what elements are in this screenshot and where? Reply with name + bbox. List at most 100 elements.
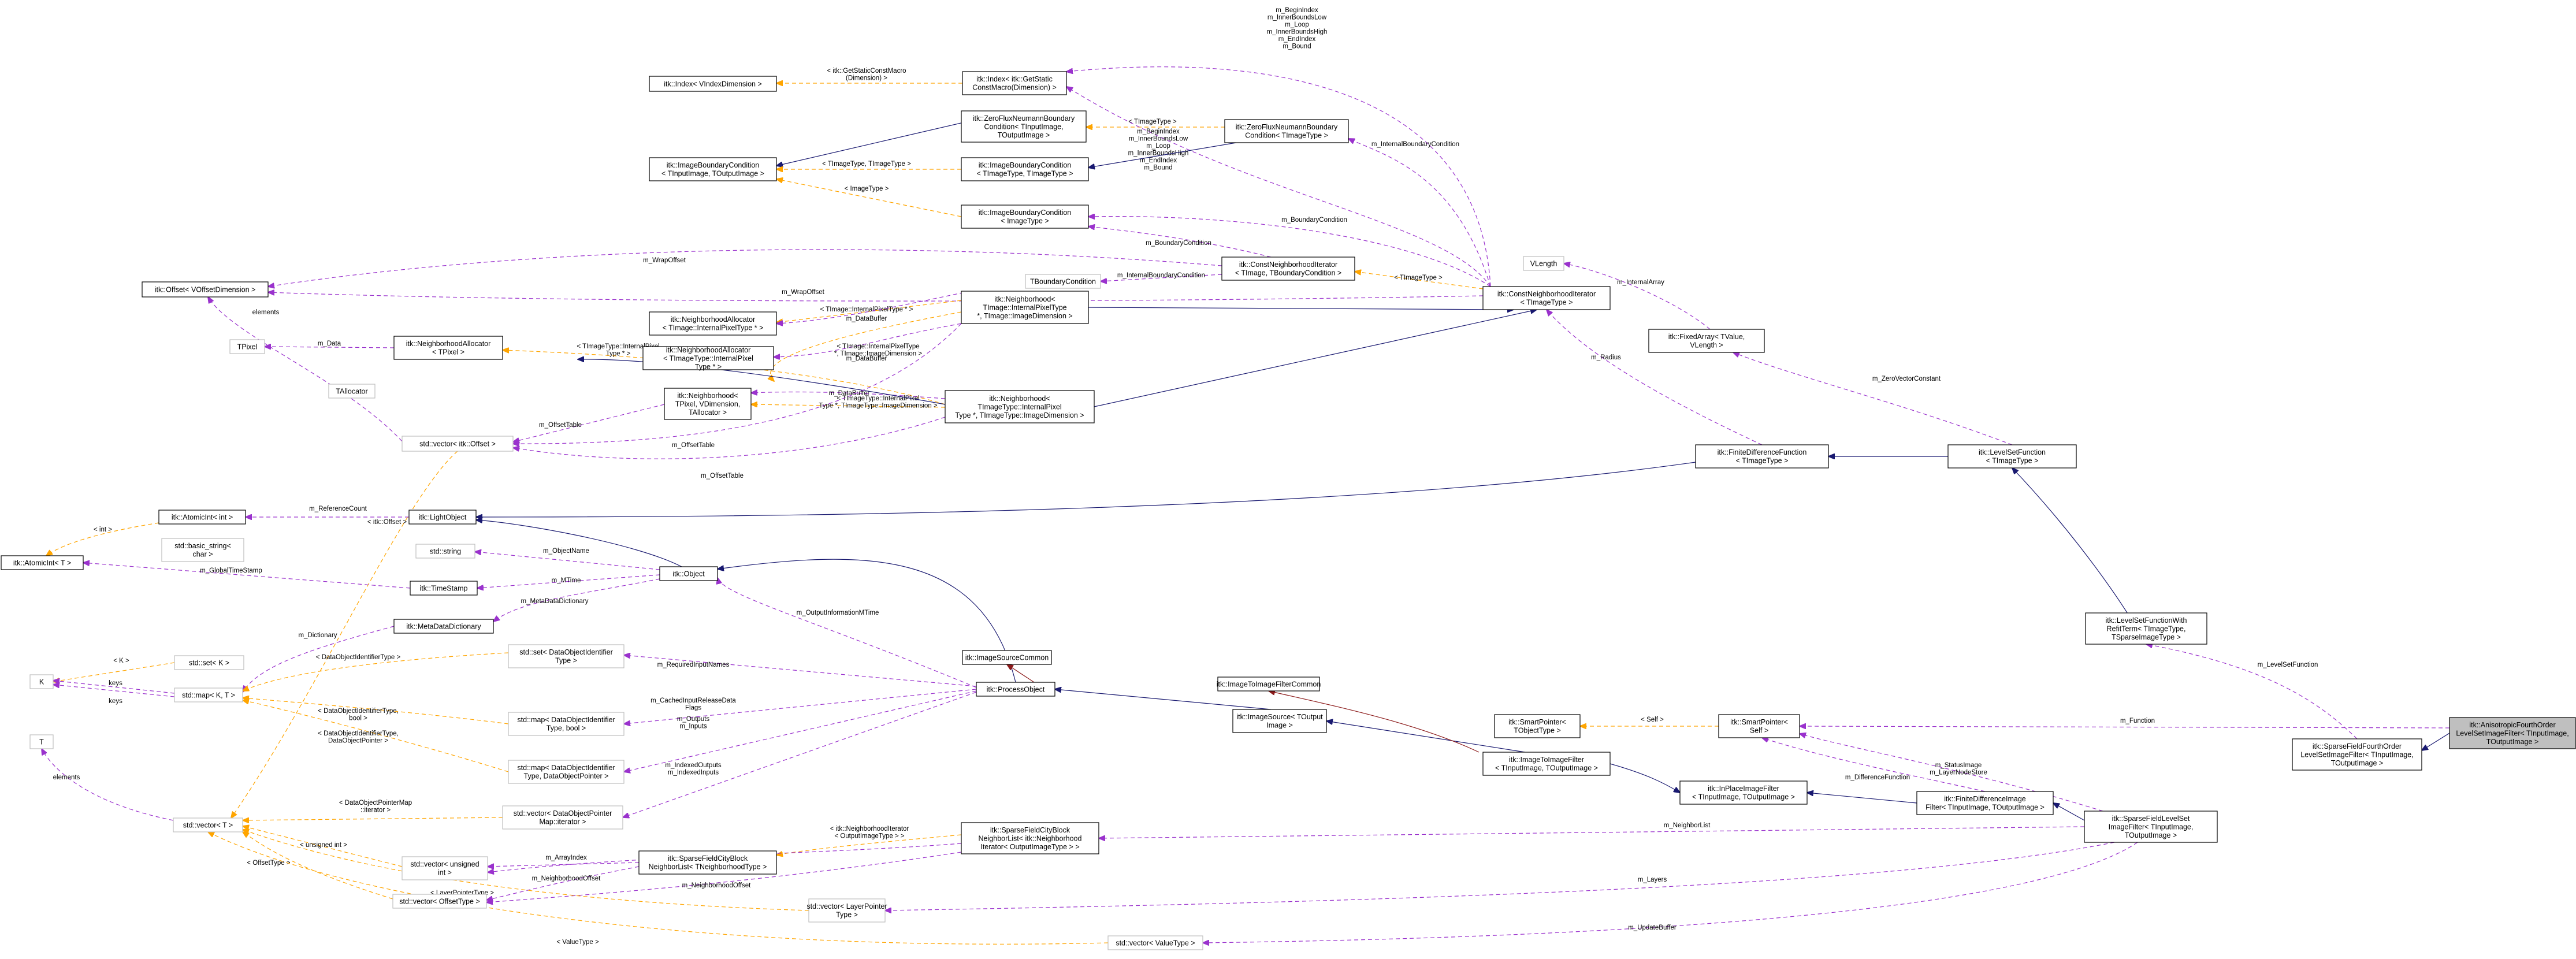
edge-line: [1807, 793, 1917, 804]
class-node-setk[interactable]: std::set< K >: [174, 655, 244, 670]
class-node-isc[interactable]: itk::ImageSourceCommon: [962, 650, 1052, 665]
class-node-mdd[interactable]: itk::MetaDataDictionary: [393, 619, 494, 634]
edge-label: m_GlobalTimeStamp: [200, 567, 262, 574]
class-node-off[interactable]: itk::Offset< VOffsetDimension >: [142, 281, 269, 298]
class-node-vdpi[interactable]: std::vector< DataObjectPointerMap::itera…: [502, 805, 623, 830]
class-box: [1679, 780, 1808, 805]
edge-label: m_CachedInputReleaseData: [650, 697, 736, 704]
class-node-obj[interactable]: itk::Object: [659, 566, 718, 581]
class-node-sffo[interactable]: itk::SparseFieldFourthOrderLevelSetImage…: [2292, 738, 2422, 771]
edge-line: [776, 300, 962, 322]
class-node-t[interactable]: T: [29, 734, 54, 749]
class-node-itifc[interactable]: itk::ImageToImageFilterCommon: [1217, 676, 1321, 692]
edge-use: m_InternalBoundaryCondition: [1348, 139, 1491, 287]
class-name-line: std::vector< unsigned: [410, 860, 479, 868]
edge-label: m_OffsetTable: [701, 473, 744, 480]
edge-line: [83, 563, 411, 589]
class-name-line: TSparseImageType >: [2112, 633, 2181, 641]
class-node-na[interactable]: itk::NeighborhoodAllocator< TPixel >: [393, 336, 503, 360]
edge-use: m_ReferenceCount: [246, 505, 409, 517]
edge-inherit: [1094, 310, 1537, 407]
class-node-spsi[interactable]: itk::SmartPointer< TObjectType >: [1494, 714, 1581, 738]
class-box: [410, 581, 478, 596]
edge-label: m_InternalArray: [1617, 279, 1664, 286]
edge-line: [42, 749, 174, 821]
class-node-vlen[interactable]: VLength: [1523, 256, 1564, 271]
class-node-nai[interactable]: itk::NeighborhoodAllocator< TImage::Inte…: [649, 311, 777, 336]
class-name-line: itk::ImageBoundaryCondition: [667, 161, 760, 169]
class-node-mapdp[interactable]: std::map< DataObjectIdentifierType, Data…: [508, 760, 625, 784]
edge-line: [1348, 139, 1491, 287]
edge-label: DataObjectPointer >: [328, 737, 388, 744]
class-node-vui[interactable]: std::vector< unsigned int >: [402, 856, 488, 880]
class-node-vvt[interactable]: std::vector< ValueType >: [1107, 935, 1203, 950]
class-node-voff[interactable]: std::vector< itk::Offset >: [402, 436, 514, 452]
edge-use: m_ObjectName: [475, 548, 660, 570]
class-node-ibcit[interactable]: itk::ImageBoundaryCondition< ImageType >: [961, 205, 1089, 229]
class-name-line: itk::ImageSource< TOutput: [1236, 713, 1323, 721]
class-node-atom[interactable]: itk::AtomicInt< T >: [1, 555, 84, 570]
class-node-afo[interactable]: itk::AnisotropicFourthOrderLevelSetImage…: [2449, 717, 2576, 749]
class-node-ts[interactable]: itk::TimeStamp: [410, 581, 478, 596]
edge-tmpl: < DataObjectPointerMap::iterator >: [243, 800, 503, 820]
class-node-tbc[interactable]: TBoundaryCondition: [1025, 274, 1101, 289]
class-node-cni[interactable]: itk::ConstNeighborhoodIterator< TImage, …: [1221, 257, 1355, 281]
class-node-str[interactable]: std::string: [415, 544, 475, 559]
class-node-idxc[interactable]: itk::Index< itk::GetStaticConstMacro(Dim…: [962, 71, 1067, 95]
class-node-cnit[interactable]: itk::ConstNeighborhoodIterator< TImageTy…: [1482, 286, 1611, 310]
class-node-po[interactable]: itk::ProcessObject: [976, 682, 1055, 697]
class-node-imgsrc[interactable]: itk::ImageSource< TOutputImage >: [1232, 709, 1327, 733]
class-node-fdf[interactable]: itk::FiniteDifferenceFunction< TImageTyp…: [1695, 444, 1829, 469]
class-name-line: itk::Index< VIndexDimension >: [664, 80, 762, 88]
class-name-line: std::vector< ValueType >: [1116, 939, 1195, 947]
edge-line: [624, 690, 977, 772]
class-node-ibc[interactable]: itk::ImageBoundaryCondition< TInputImage…: [649, 157, 777, 181]
class-node-bstr[interactable]: std::basic_string< char >: [161, 538, 244, 562]
class-node-lsf[interactable]: itk::LevelSetFunction< TImageType >: [1947, 444, 2077, 469]
edge-line: [513, 323, 962, 444]
class-box: [1494, 714, 1581, 738]
class-node-aint[interactable]: itk::AtomicInt< int >: [158, 510, 246, 525]
class-node-voft[interactable]: std::vector< OffsetType >: [392, 894, 487, 909]
class-node-idx[interactable]: itk::Index< VIndexDimension >: [649, 76, 777, 92]
edge-tmpl: < DataObjectIdentifierType >: [243, 652, 509, 691]
edge-use: m_BoundaryCondition: [1088, 226, 1272, 258]
class-node-sps[interactable]: itk::SmartPointer< Self >: [1718, 714, 1800, 738]
edge-label: < unsigned int >: [300, 842, 347, 849]
class-node-ipif[interactable]: itk::InPlaceImageFilter< TInputImage, TO…: [1679, 780, 1808, 805]
class-node-mapkt[interactable]: std::map< K, T >: [174, 687, 243, 702]
class-node-mapdb[interactable]: std::map< DataObjectIdentifierType, bool…: [508, 712, 625, 736]
class-box: [502, 805, 623, 830]
class-node-nbt[interactable]: itk::Neighborhood< TImageType::InternalP…: [945, 390, 1095, 423]
class-node-itif[interactable]: itk::ImageToImageFilter< TInputImage, TO…: [1482, 752, 1611, 776]
class-node-nbi[interactable]: itk::Neighborhood< TImage::InternalPixel…: [961, 291, 1089, 324]
class-node-nait[interactable]: itk::NeighborhoodAllocator< TImageType::…: [642, 346, 774, 371]
class-node-setd[interactable]: std::set< DataObjectIdentifierType >: [508, 644, 625, 668]
class-node-vlp[interactable]: std::vector< LayerPointerType >: [806, 898, 887, 923]
edge-line: [231, 451, 458, 818]
class-node-k[interactable]: K: [29, 674, 54, 689]
edge-line: [1762, 738, 1986, 792]
class-node-tpix[interactable]: TPixel: [229, 339, 265, 354]
class-node-talloc[interactable]: TAllocator: [328, 384, 376, 399]
edge-inherit: [1326, 721, 1526, 753]
class-node-lobj[interactable]: itk::LightObject: [408, 510, 477, 525]
edge-label: m_Outputs: [677, 716, 709, 723]
edge-tmpl: < K >: [53, 657, 175, 682]
class-node-vt[interactable]: std::vector< T >: [173, 817, 243, 832]
edge-line: [751, 404, 946, 408]
class-node-fa[interactable]: itk::FixedArray< TValue, VLength >: [1648, 329, 1765, 353]
class-node-nb[interactable]: itk::Neighborhood< TPixel, VDimension, T…: [664, 388, 752, 420]
edge-inherit: [2422, 733, 2450, 750]
class-node-ibctt[interactable]: itk::ImageBoundaryCondition< TImageType,…: [961, 157, 1089, 181]
edge-use: m_DataBuffer: [751, 390, 946, 399]
edge-label: < TImageType::InternalPixel: [577, 343, 659, 350]
